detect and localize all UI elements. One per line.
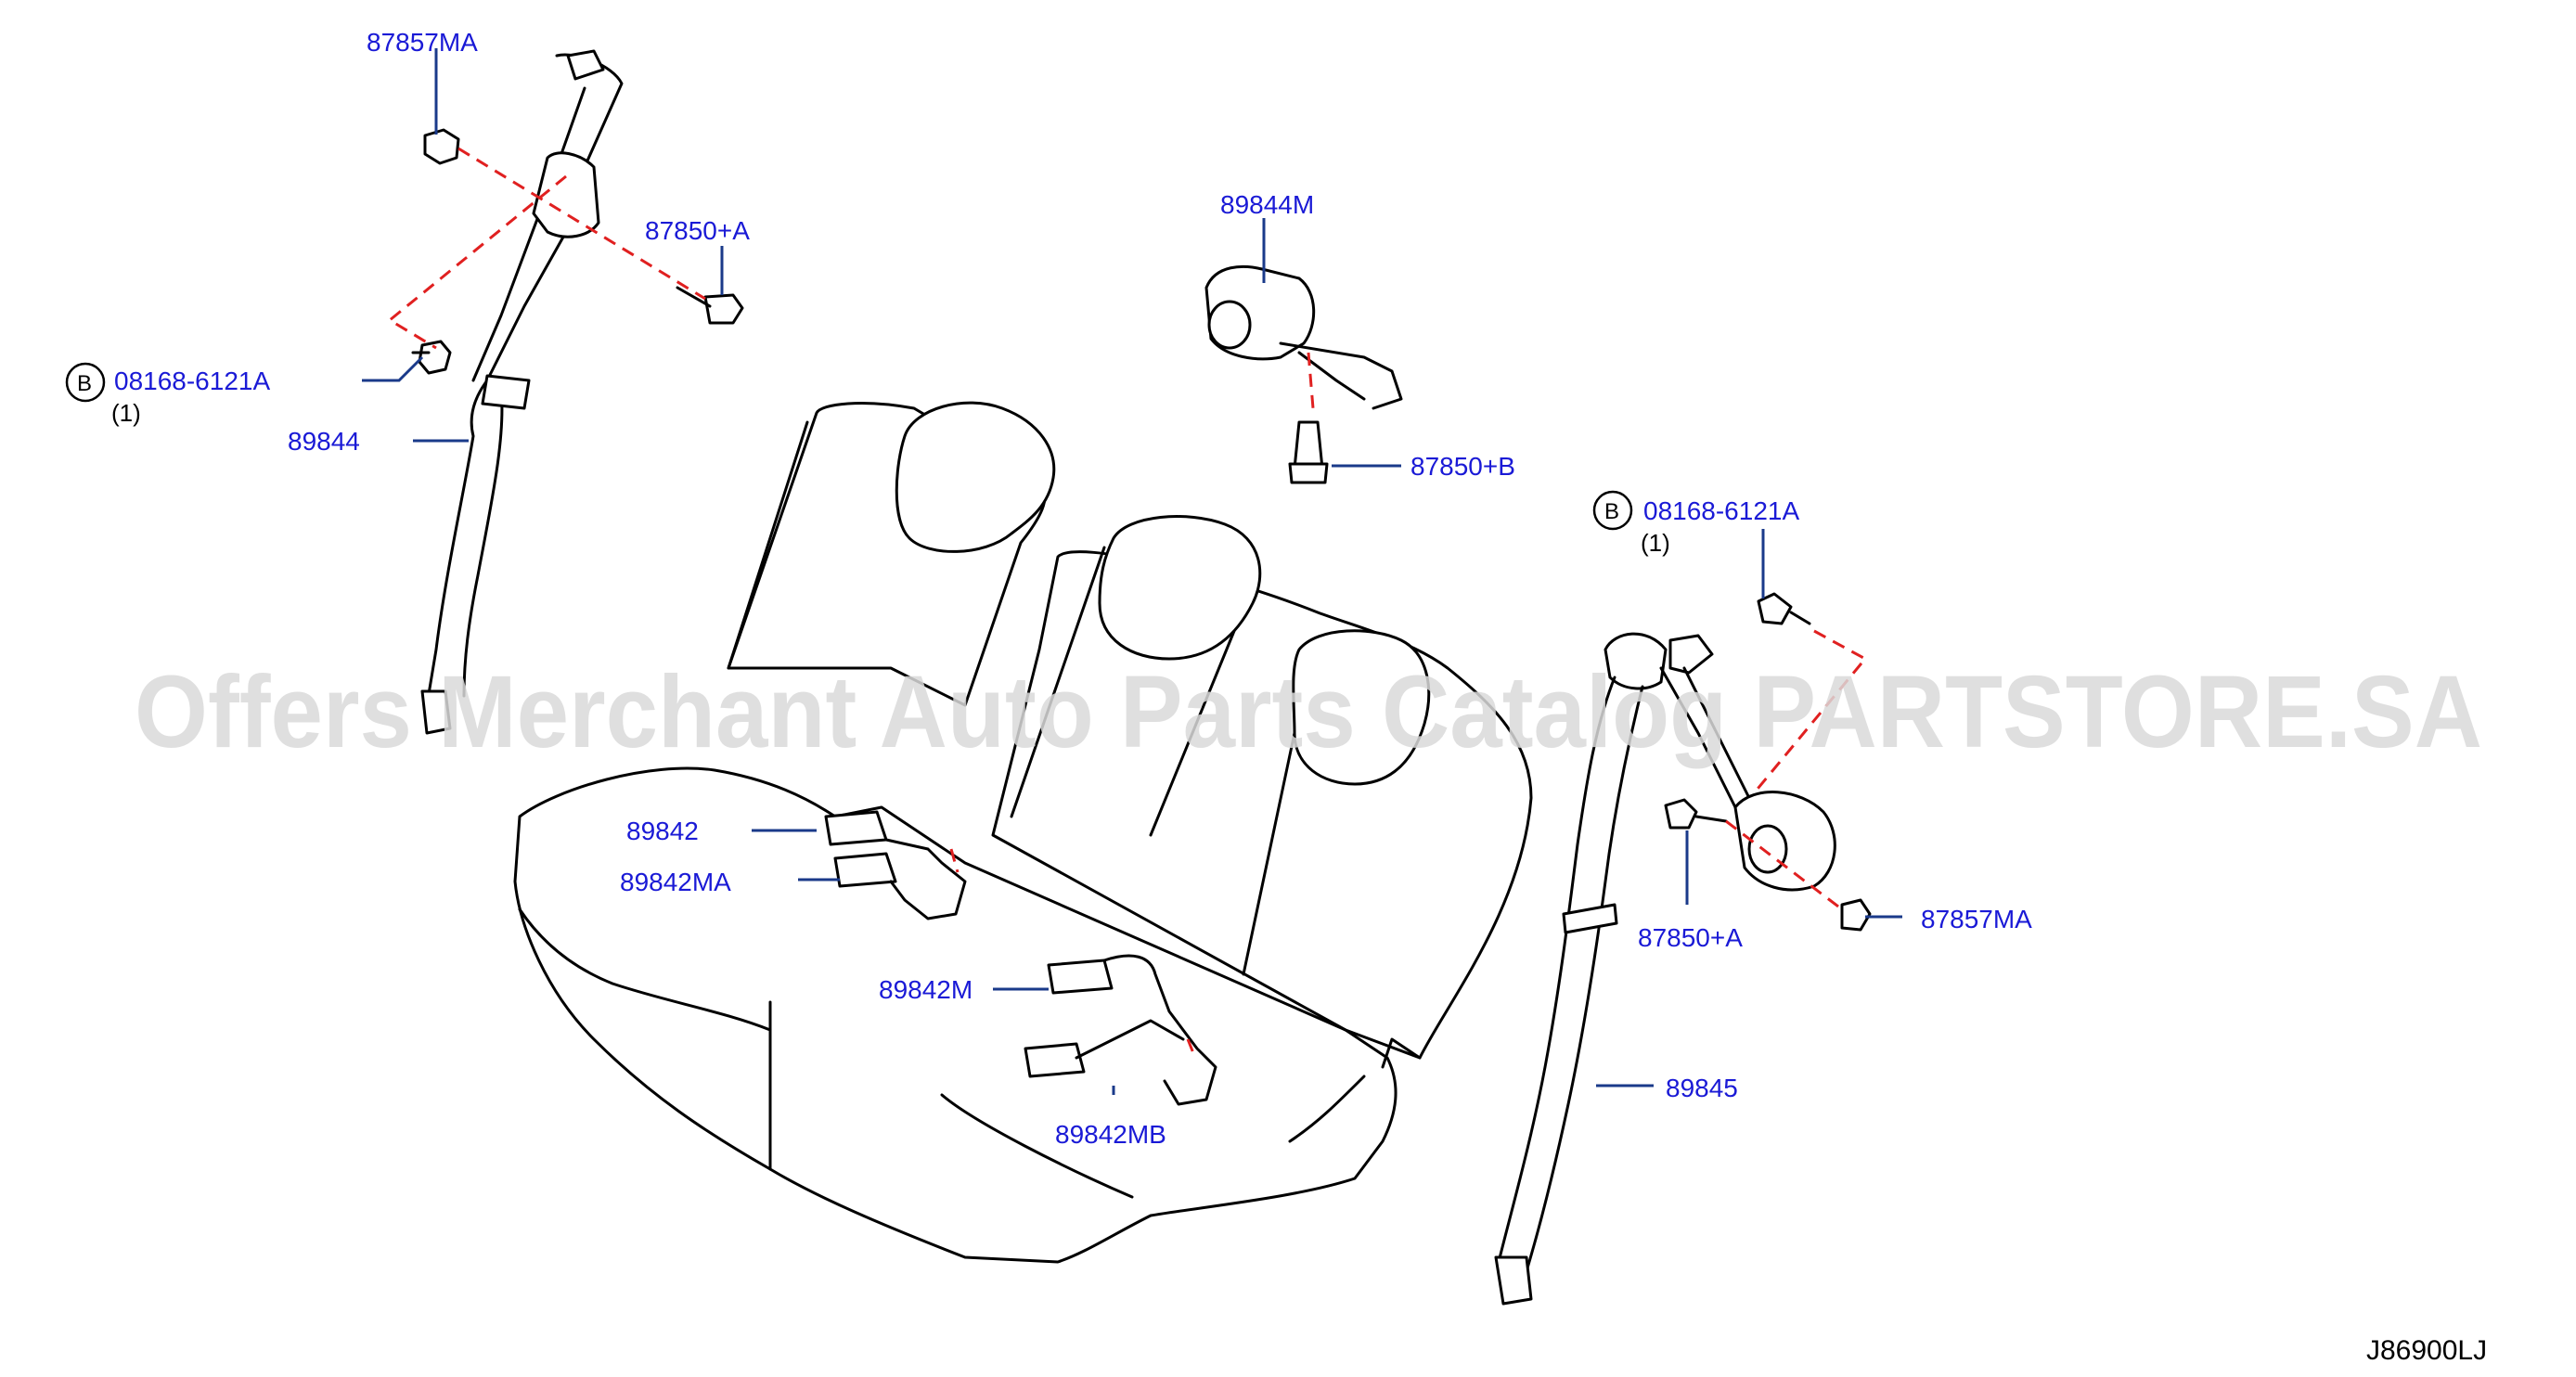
label-qty-right: (1) [1641,529,1670,557]
left-seat-belt-assembly [420,49,624,735]
buckle-assembly-outboard [824,810,967,920]
left-hardware [387,128,744,375]
label-89842M: 89842M [879,975,972,1004]
label-87850A-left: 87850+A [645,216,750,245]
label-89844: 89844 [288,427,360,456]
watermark-text: Offers Merchant Auto Parts Catalog PARTS… [135,655,2482,769]
center-retractor-assembly [1204,264,1403,484]
label-08168-6121A-right: 08168-6121A [1643,496,1799,525]
bolt-marker-b-right [1592,490,1633,531]
label-qty-left: (1) [111,399,141,427]
leader-lines [362,48,1902,1095]
bolt-marker-b-left [65,362,106,403]
label-87857MA-right: 87857MA [1921,905,2032,933]
label-89842MA: 89842MA [620,868,731,896]
label-87857MA-left: 87857MA [367,28,478,57]
label-89844M: 89844M [1220,190,1314,219]
bolt-marker-b-left-letter: B [77,371,92,396]
label-87850B: 87850+B [1410,452,1515,481]
diagram-code: J86900LJ [2366,1335,2487,1366]
label-87850A-right: 87850+A [1638,923,1743,952]
buckle-assembly-center [1024,954,1217,1106]
label-89842: 89842 [626,817,699,845]
label-89845: 89845 [1666,1074,1738,1102]
label-08168-6121A-left: 08168-6121A [114,367,270,395]
bolt-marker-b-right-letter: B [1604,499,1619,524]
rear-seat [513,401,1533,1264]
label-89842MB: 89842MB [1055,1120,1166,1149]
right-seat-belt-assembly [1494,592,1872,1306]
